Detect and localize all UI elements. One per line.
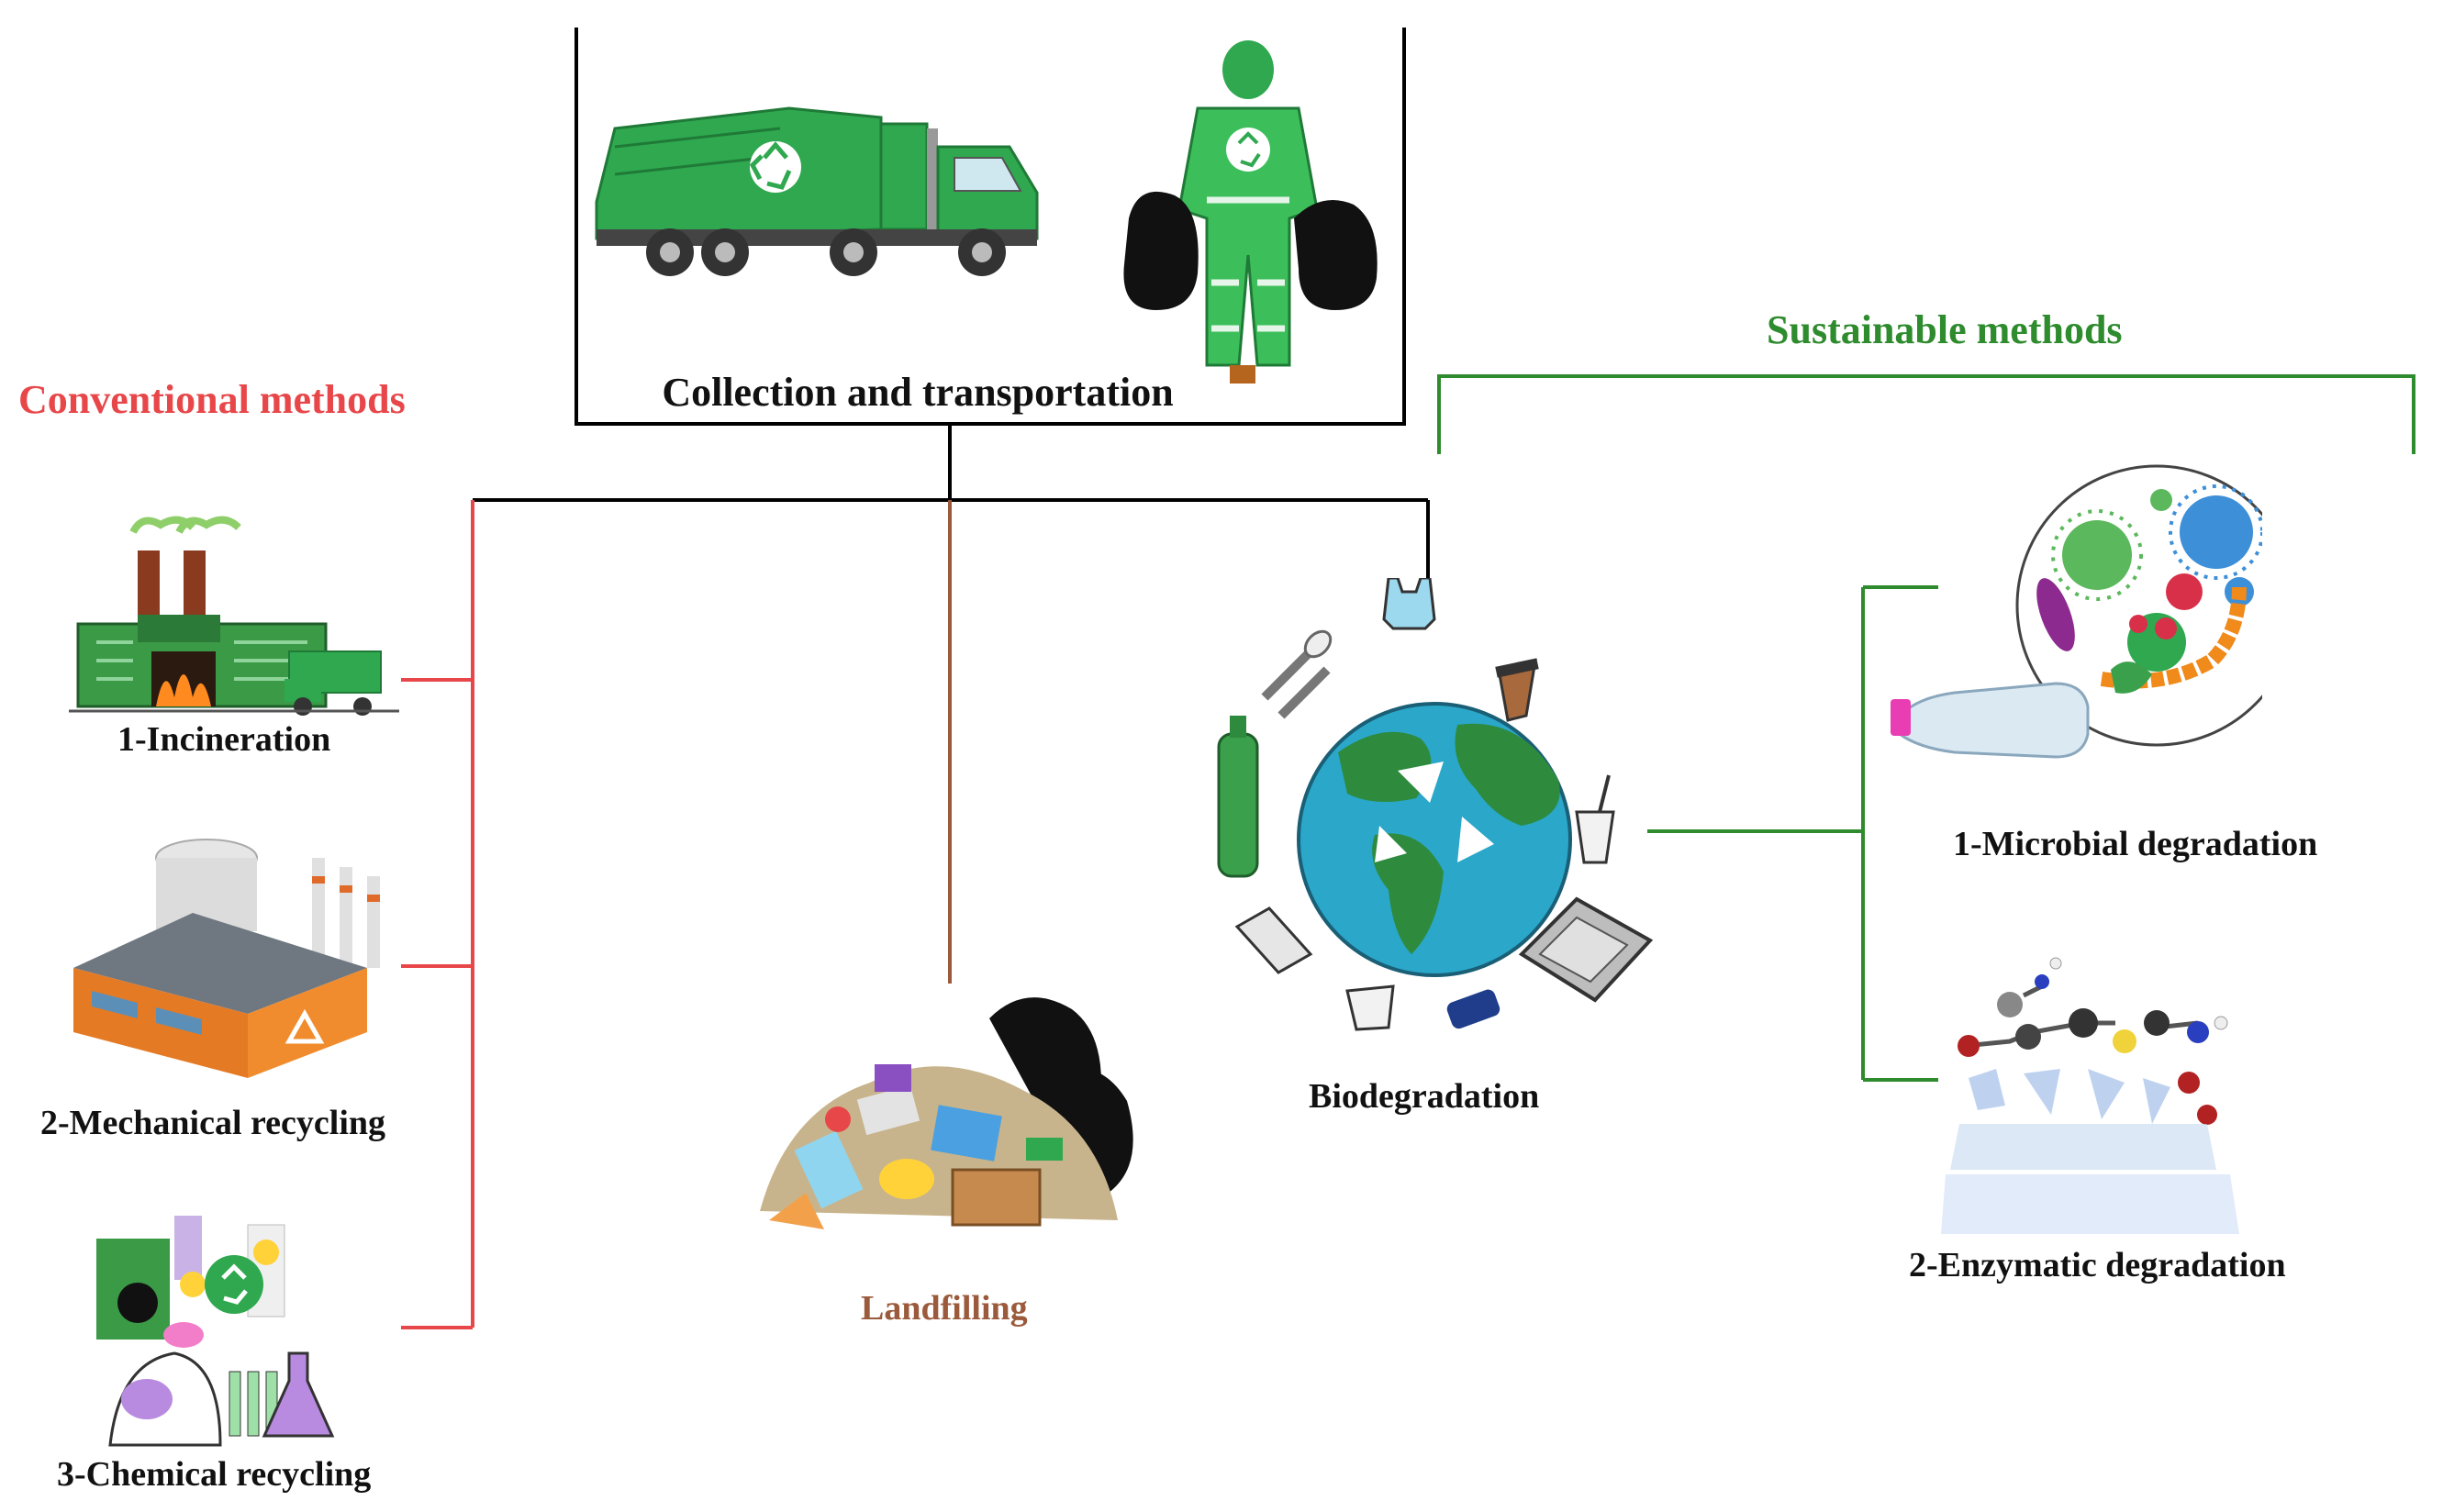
header-box-border xyxy=(574,28,1406,426)
recycling-plant-icon xyxy=(73,839,380,1078)
sustainable-bracket xyxy=(1437,374,2415,454)
conventional-methods-heading: Conventional methods xyxy=(18,377,406,422)
microbes-icon xyxy=(1891,464,2262,759)
sanitation-worker-icon xyxy=(1123,40,1378,384)
enzyme-molecule-icon xyxy=(1941,957,2239,1234)
biodegradation-label: Biodegradation xyxy=(1309,1077,1540,1116)
sustainable-methods-heading: Sustainable methods xyxy=(1767,307,2123,352)
mechanical-recycling-label: 2-Mechanical recycling xyxy=(40,1104,386,1142)
chemical-lab-icon xyxy=(96,1216,335,1447)
collection-title: Collection and transportation xyxy=(662,370,1174,415)
enzymatic-degradation-label: 2-Enzymatic degradation xyxy=(1909,1246,2286,1284)
incineration-factory-icon xyxy=(69,516,399,716)
incineration-label: 1-Incineration xyxy=(117,720,331,759)
microbial-degradation-label: 1-Microbial degradation xyxy=(1953,825,2318,863)
garbage-truck-icon xyxy=(595,106,1039,276)
chemical-recycling-label: 3-Chemical recycling xyxy=(57,1455,372,1494)
trash-pile-icon xyxy=(760,997,1133,1229)
landfilling-label: Landfilling xyxy=(861,1289,1028,1328)
earth-with-plastics-icon xyxy=(1217,578,1654,1031)
